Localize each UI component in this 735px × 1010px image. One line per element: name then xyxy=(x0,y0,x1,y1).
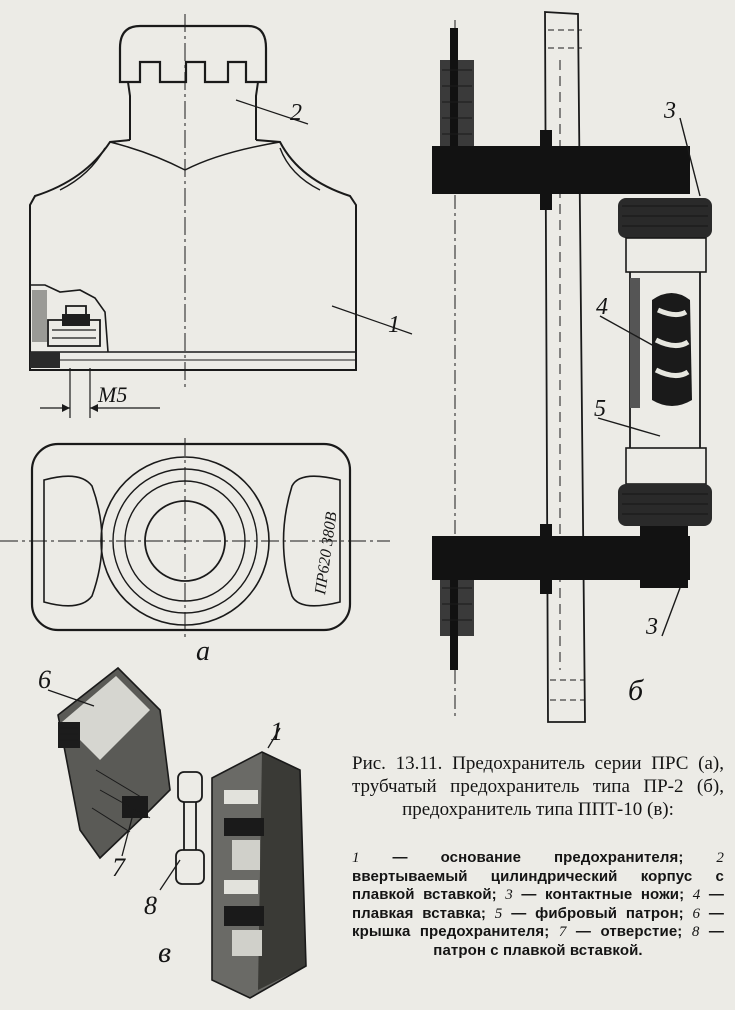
view-a-label: а xyxy=(196,636,210,667)
legend-text-3: — контактные ножи; xyxy=(512,886,693,903)
legend-num-8: 8 xyxy=(691,924,700,940)
legend-num-6: 6 xyxy=(692,905,701,922)
part-1-bottom-label: 1 xyxy=(270,717,283,746)
legend-num-4: 4 xyxy=(692,887,701,903)
view-b: 3 3 4 5 б xyxy=(432,11,712,723)
legend-text-5: — фибровый патрон; xyxy=(502,904,693,922)
legend-text-7: — отверстие; xyxy=(566,923,692,940)
figure-caption: Рис. 13.11. Предохранитель серии ПРС (а)… xyxy=(352,753,724,820)
part-3-top-label: 3 xyxy=(663,98,676,124)
part-7-label: 7 xyxy=(112,853,126,882)
view-v-label: в xyxy=(158,936,171,969)
view-b-label: б xyxy=(628,674,644,707)
part-6-label: 6 xyxy=(38,665,51,694)
figure-legend: 1 — основание предохранителя; 2 ввертыва… xyxy=(352,849,724,960)
legend-text-4: — плавкая вставка; xyxy=(352,886,724,922)
part-4-label: 4 xyxy=(596,294,608,320)
m5-label: M5 xyxy=(97,382,127,407)
part-1-top-label: 1 xyxy=(388,312,400,338)
part-2-label: 2 xyxy=(290,100,302,126)
legend-num-1: 1 xyxy=(352,850,360,866)
legend-text-1: — основание предохранителя; xyxy=(359,849,717,866)
part-5-label: 5 xyxy=(594,396,606,422)
legend-num-7: 7 xyxy=(558,924,567,940)
part-8-label: 8 xyxy=(144,891,157,920)
legend-num-2: 2 xyxy=(716,850,724,866)
legend-text-6: — крышка предохранителя; xyxy=(352,904,725,941)
view-a-side: M5 2 1 xyxy=(29,14,413,418)
legend-text-8: — патрон с плавкой вставкой. xyxy=(433,923,724,959)
rating-marking: ПР620 380В xyxy=(312,511,341,597)
legend-text-2: ввертываемый цилиндрический корпус с пла… xyxy=(352,867,724,904)
legend-num-5: 5 xyxy=(494,905,503,922)
view-v: 6 7 8 1 в xyxy=(38,665,307,999)
view-a-plan: ПР620 380В а xyxy=(0,438,390,667)
part-3-bottom-label: 3 xyxy=(645,614,658,640)
legend-num-3: 3 xyxy=(505,887,513,903)
